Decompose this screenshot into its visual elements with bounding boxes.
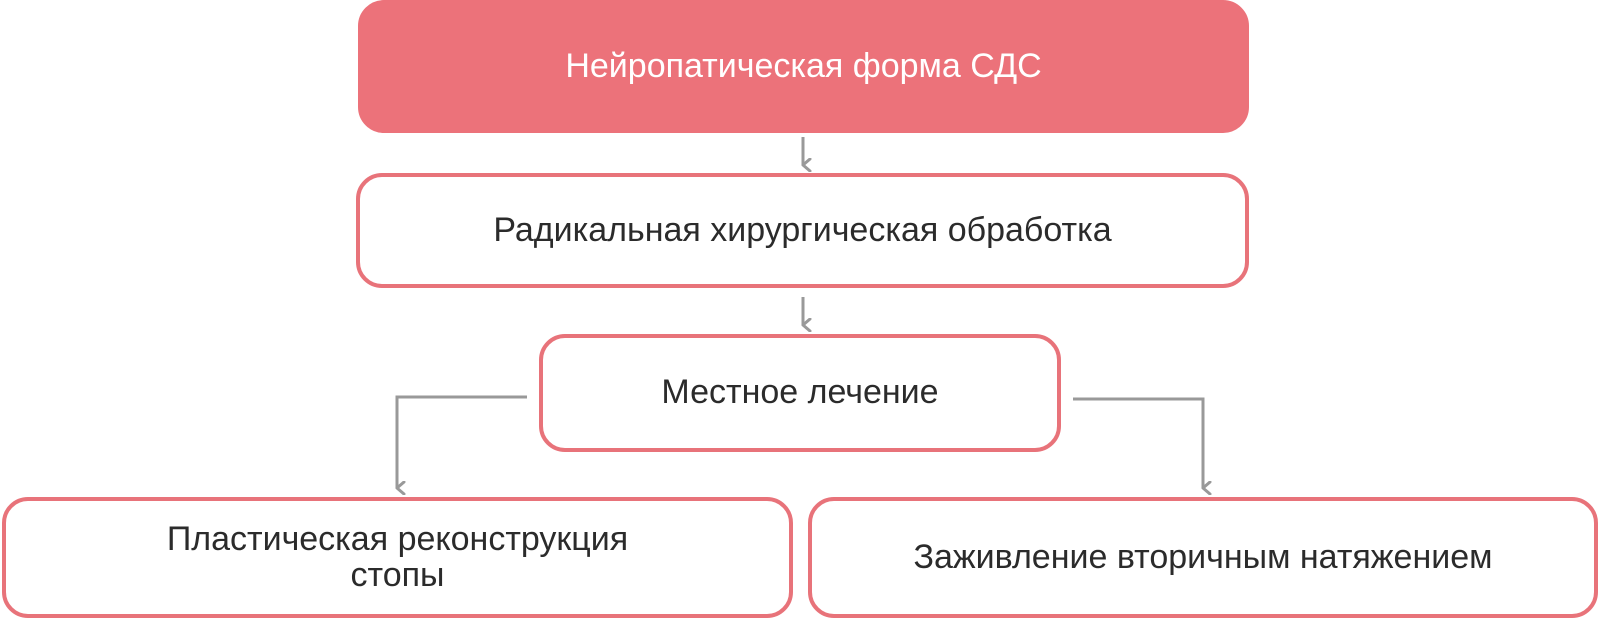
- node-radical-debridement: Радикальная хирургическая обработка: [356, 173, 1249, 288]
- node-neuropathic-form: Нейропатическая форма СДС: [358, 0, 1249, 133]
- node-plastic-reconstruction: Пластическая реконструкция стопы: [2, 497, 793, 618]
- arrow-third-to-right: [1073, 397, 1203, 488]
- node-secondary-healing-label: Заживление вторичным натяжением: [913, 537, 1493, 576]
- arrow-third-to-left: [395, 395, 527, 488]
- node-local-treatment: Местное лечение: [539, 334, 1061, 452]
- node-neuropathic-form-label: Нейропатическая форма СДС: [565, 46, 1042, 85]
- node-local-treatment-label: Местное лечение: [661, 373, 939, 412]
- node-radical-debridement-label: Радикальная хирургическая обработка: [493, 210, 1112, 249]
- node-plastic-reconstruction-label: Пластическая реконструкция стопы: [166, 519, 629, 594]
- node-secondary-healing: Заживление вторичным натяжением: [808, 497, 1598, 618]
